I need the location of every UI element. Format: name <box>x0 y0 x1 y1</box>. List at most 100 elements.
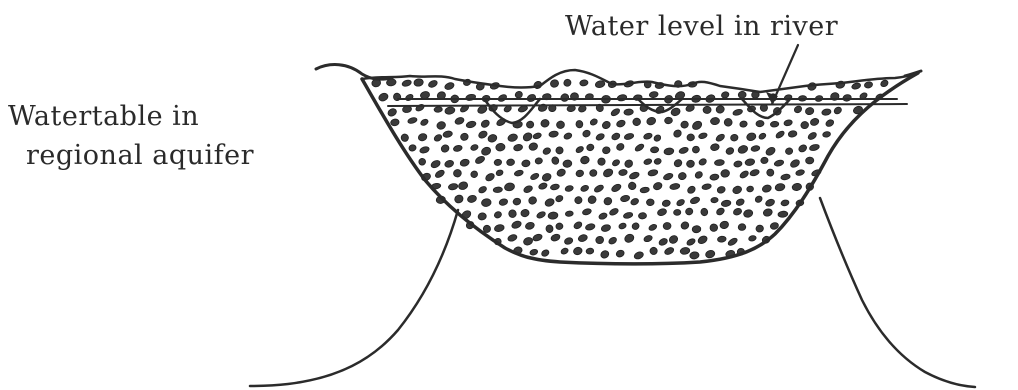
pebble <box>631 222 640 231</box>
pebble <box>649 91 659 98</box>
pebble <box>541 249 551 258</box>
pebble <box>807 131 818 141</box>
pebble <box>654 105 665 115</box>
pebble <box>576 120 583 128</box>
pebble <box>627 181 637 191</box>
pebble <box>494 159 502 166</box>
pebble <box>725 146 735 155</box>
left-aquifer-slope <box>250 210 458 386</box>
pebble <box>751 145 761 152</box>
pebble <box>746 185 754 192</box>
pebble <box>615 142 625 152</box>
pebble <box>716 186 726 195</box>
pebble <box>582 129 592 138</box>
pebble <box>523 185 534 194</box>
pebble <box>701 183 711 190</box>
pebble <box>703 106 712 114</box>
pebble <box>433 133 443 142</box>
pebble <box>513 144 523 152</box>
pebble <box>739 170 750 180</box>
pebble <box>470 144 479 152</box>
pebble <box>785 147 794 155</box>
pebble <box>495 143 505 152</box>
pebble <box>634 143 645 153</box>
pebble <box>624 132 635 140</box>
pebble <box>755 224 764 232</box>
pebble <box>575 169 584 178</box>
pebble <box>514 90 523 99</box>
pebble <box>643 132 653 140</box>
pebble <box>709 173 719 180</box>
pebble <box>738 223 746 230</box>
pebble <box>676 198 686 207</box>
pebble <box>657 208 668 217</box>
pebble <box>709 223 718 231</box>
pebble <box>758 132 767 140</box>
pebble <box>598 212 608 220</box>
right-aquifer-slope <box>820 198 975 387</box>
pebble <box>541 172 552 182</box>
pebble <box>548 130 558 137</box>
pebble <box>745 158 756 166</box>
pebble <box>821 108 831 116</box>
pebble <box>719 220 729 230</box>
pebble <box>629 171 640 180</box>
pebble <box>478 185 488 194</box>
pebble <box>652 181 663 191</box>
pebble <box>620 194 630 202</box>
pebble <box>593 184 604 194</box>
pebble <box>761 184 772 193</box>
pebble <box>733 160 742 167</box>
pebble <box>556 120 565 129</box>
pebble <box>538 182 548 190</box>
pebble <box>783 119 793 127</box>
pebble <box>535 157 543 164</box>
pebble <box>789 158 801 169</box>
pebble <box>710 143 720 151</box>
pebble <box>507 234 518 243</box>
pebble <box>632 117 641 126</box>
pebble <box>715 133 726 143</box>
pebble <box>715 207 725 217</box>
pebble <box>835 80 846 89</box>
pebble <box>536 210 546 219</box>
pebble <box>565 211 573 217</box>
pebble <box>458 181 469 191</box>
pebble <box>478 130 489 140</box>
pebble <box>760 157 768 165</box>
pebble <box>387 107 398 117</box>
pebble <box>512 197 521 205</box>
pebble <box>600 224 611 233</box>
pebble <box>685 207 694 215</box>
pebble <box>788 130 798 138</box>
pebble <box>663 222 672 230</box>
pebble <box>664 117 672 124</box>
pebble <box>774 159 785 167</box>
pebble <box>691 120 703 132</box>
pebble <box>680 120 689 129</box>
pebble <box>601 120 611 130</box>
pebble <box>528 196 538 206</box>
pebble <box>520 209 530 218</box>
pebble <box>630 197 640 206</box>
pebble <box>727 237 738 247</box>
pebble <box>610 183 622 193</box>
pebble <box>487 133 498 143</box>
pebble <box>732 185 743 195</box>
pebble <box>618 222 627 230</box>
pebble <box>378 92 390 102</box>
pebble <box>595 236 604 245</box>
pebble <box>532 233 543 242</box>
pebble <box>653 134 662 143</box>
pebble <box>440 144 450 154</box>
pebble <box>739 120 748 128</box>
pebble <box>700 208 708 216</box>
pebble <box>467 194 478 203</box>
pebble <box>633 251 644 261</box>
pebble <box>415 103 425 112</box>
pebble <box>795 169 805 176</box>
pebble <box>523 236 534 246</box>
pebble <box>864 81 873 89</box>
pebble <box>481 198 492 207</box>
pebble <box>735 198 745 207</box>
